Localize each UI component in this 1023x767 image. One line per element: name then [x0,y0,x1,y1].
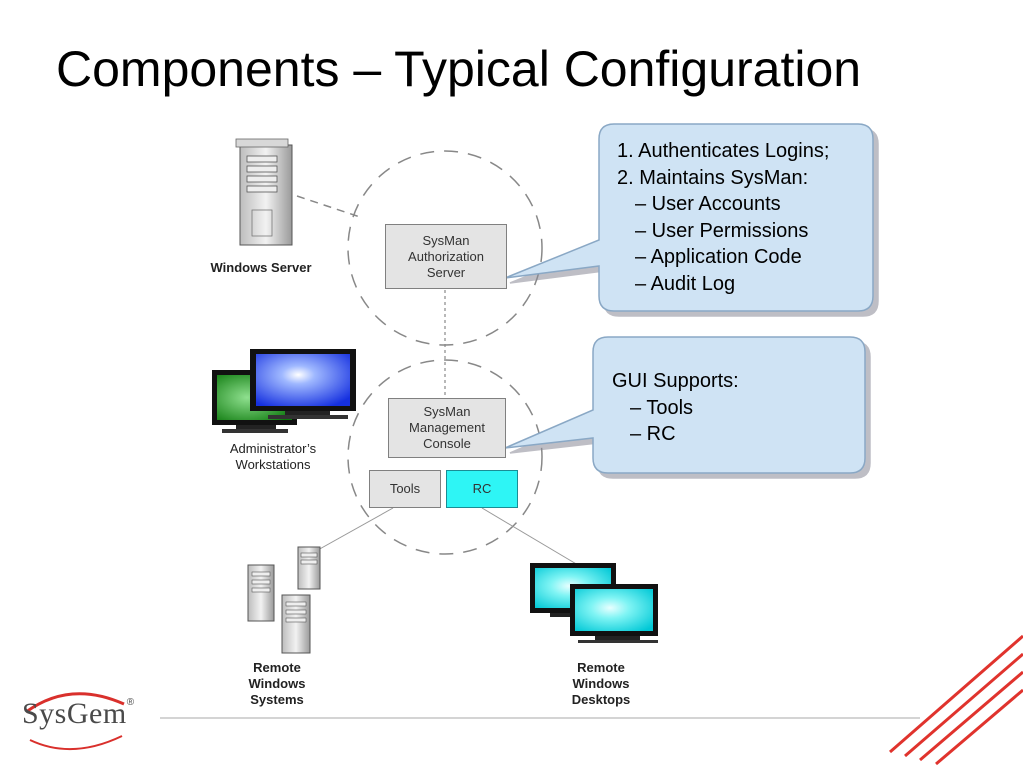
remote-systems-line: Windows [248,676,306,691]
callout-line: – Tools [630,396,694,419]
remote-systems-line: Systems [250,692,304,707]
corner-stripes-decoration [889,634,1023,766]
admin-label-line: Administrator’s [229,441,317,456]
callout-line: – RC [630,423,676,445]
callout-line: – User Accounts [635,193,781,215]
mgmt-console-line: Management [409,420,485,435]
callout-line: 2. Maintains SysMan: [617,166,809,189]
mgmt-console-line: Console [423,436,471,451]
auth-server-line: Authorization [408,248,484,264]
callout-line: 1. Authenticates Logins; [617,140,830,162]
auth-server-box[interactable]: SysMan Authorization Server [385,224,507,289]
remote-desktops-label: Remote Windows Desktops [546,660,656,708]
remote-desktops-line: Remote [577,660,625,675]
auth-callout-text: 1. Authenticates Logins; 2. Maintains Sy… [617,138,829,297]
gui-callout-text: GUI Supports: – Tools – RC [612,368,739,448]
mgmt-console-box[interactable]: SysMan Management Console [388,398,506,458]
rc-box[interactable]: RC [446,470,518,508]
auth-server-line: Server [426,264,466,280]
rc-connector [481,507,579,566]
callout-line: – Application Code [635,246,802,268]
callout-line: – User Permissions [635,219,809,242]
page-title: Components – Typical Configuration [56,41,862,97]
gui-callout-bubble [504,336,866,474]
server-tower-icon [235,138,293,246]
tools-box[interactable]: Tools [369,470,441,508]
sysgem-logo-icon [25,692,125,750]
callout-line: – Audit Log [635,272,736,295]
auth-callout-bubble [504,123,874,312]
remote-systems-label: Remote Windows Systems [222,660,332,708]
server-connector [296,195,361,218]
monitor-icon [212,349,356,433]
remote-desktop-monitors-icon [530,563,658,643]
remote-server-icons [247,546,321,654]
callout-line: GUI Supports: [612,370,739,392]
logo-registered-mark: ® [126,697,135,708]
admin-workstations-label: Administrator’s Workstations [208,441,338,473]
sysgem-logo: SysGem® [22,697,134,731]
remote-desktops-line: Windows [572,676,630,691]
mgmt-console-line: SysMan [423,404,471,419]
logo-text: SysGem [22,697,127,730]
windows-server-label: Windows Server [210,260,312,275]
console-zone-circle [347,359,543,555]
remote-systems-line: Remote [253,660,301,675]
admin-label-line: Workstations [235,457,311,472]
remote-desktops-line: Desktops [571,692,631,707]
auth-server-line: SysMan [422,232,470,248]
